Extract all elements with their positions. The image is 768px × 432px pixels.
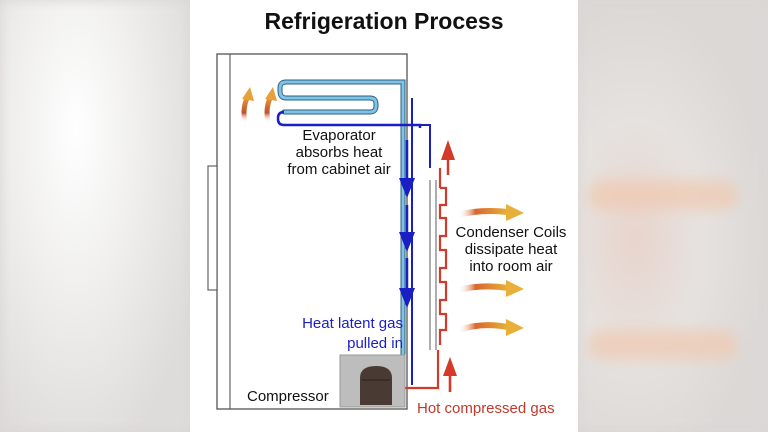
door-handle [207,165,218,291]
evaporator-label: Evaporator absorbs heat from cabinet air [274,127,404,178]
down-arrow-icon [399,258,415,308]
heat-latent-label-line: pulled in [347,335,403,352]
hot-compressed-gas-label: Hot compressed gas [417,400,555,417]
condenser-label-line: Condenser Coils [455,224,567,241]
evaporator-label-line: Evaporator [302,127,376,144]
right-blurred-margin [578,0,768,432]
evaporator-label-line: from cabinet air [287,161,391,178]
heat-wave-arrow-icon [264,87,277,125]
up-arrow-icon [443,357,457,392]
refrigerator-diagram [207,53,524,410]
heat-wave-arrow-icon [241,87,254,125]
left-blurred-margin [0,0,190,432]
flow-arrows [399,140,415,308]
heat-latent-gas-label: Heat latent gas pulled in [285,314,403,354]
heat-wave-arrow-icon [455,204,524,221]
heat-wave-arrow-icon [455,319,524,336]
heat-latent-label-line: Heat latent gas [302,315,403,332]
heat-wave-arrow-icon [455,280,524,297]
compressor-label: Compressor [247,388,329,405]
evaporator-coil [276,79,422,388]
down-arrow-icon [399,140,415,198]
condenser-coil [429,168,448,350]
evaporator-label-line: absorbs heat [295,144,383,161]
compressor [339,354,406,408]
condenser-label: Condenser Coils dissipate heat into room… [445,224,577,275]
blurred-heat-glow [588,330,738,360]
hot-gas-line [398,350,452,392]
diagram-title: Refrigeration Process [264,8,504,34]
down-arrow-icon [399,205,415,252]
blurred-heat-glow [588,180,738,210]
suction-line [411,98,431,385]
condenser-label-line: dissipate heat [464,241,558,258]
condenser-label-line: into room air [469,258,553,275]
diagram-panel: Refrigeration Process [190,0,578,432]
up-arrow-icon [441,140,455,175]
